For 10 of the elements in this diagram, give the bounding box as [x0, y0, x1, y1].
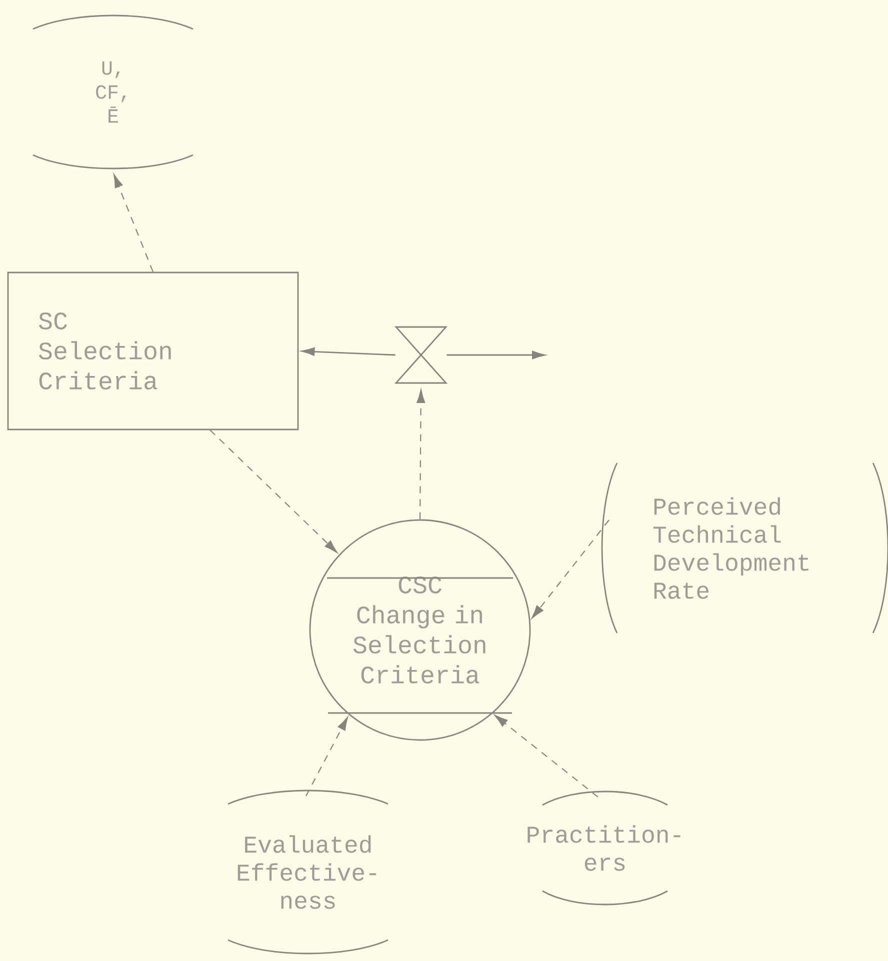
arrow: [302, 348, 396, 356]
arrow: [446, 350, 545, 360]
arrow: [210, 430, 338, 553]
arrow: [416, 389, 426, 520]
arrow: [306, 716, 348, 796]
valve-symbol: [394, 326, 448, 384]
arrow: [494, 714, 598, 798]
arrow: [114, 174, 154, 272]
stock-box: SC Selection Criteria: [7, 272, 299, 430]
arrow: [532, 520, 610, 619]
